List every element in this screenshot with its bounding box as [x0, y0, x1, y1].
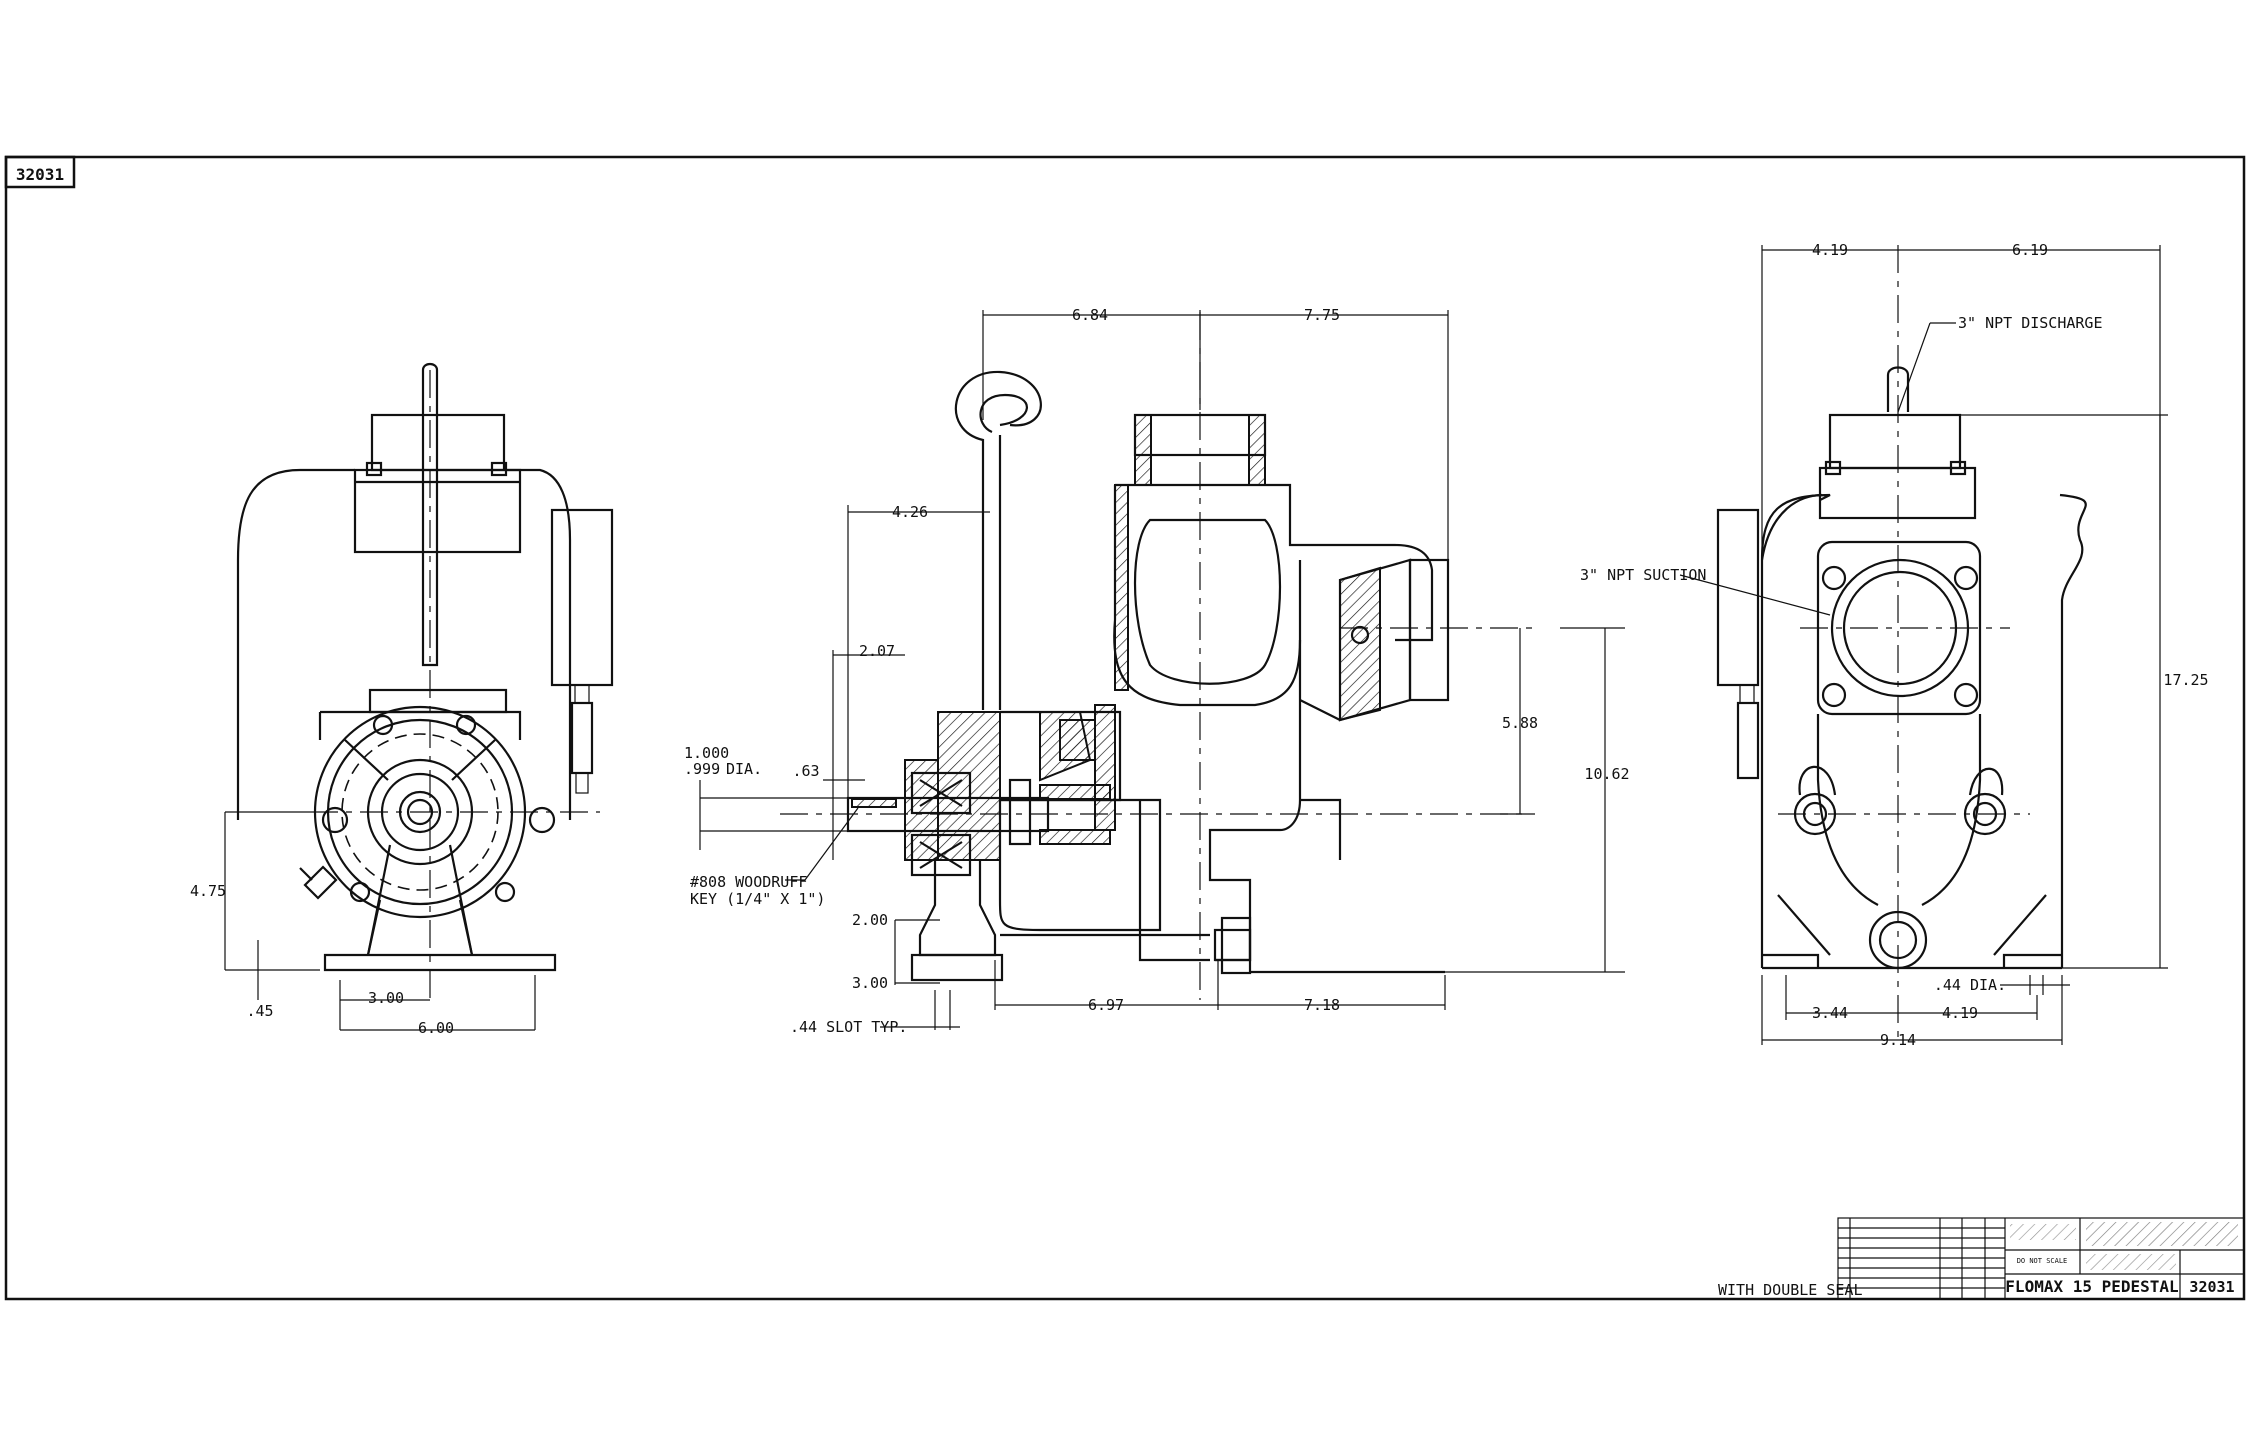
rear-dim-3-44: 3.44 — [1812, 1004, 1848, 1022]
side-dim-4-26: 4.26 — [892, 503, 928, 521]
side-note-woodruff-2: KEY (1/4" X 1") — [690, 890, 825, 908]
title-block-do-not-scale: DO NOT SCALE — [2017, 1257, 2068, 1265]
rear-dim-4-19-top: 4.19 — [1812, 241, 1848, 259]
side-dim-7-18: 7.18 — [1304, 996, 1340, 1014]
rear-dim-17-25: 17.25 — [2163, 671, 2208, 689]
side-dim-6-97: 6.97 — [1088, 996, 1124, 1014]
side-view: 6.84 7.75 4.26 2.07 1.000 .999 DIA. .63 … — [684, 306, 1630, 1036]
title-block-remark: WITH DOUBLE SEAL — [1718, 1281, 1863, 1299]
drawing-number-corner: 32031 — [16, 165, 64, 184]
side-dim-shaft-dia-2: .999 — [684, 760, 720, 778]
title-block-title: FLOMAX 15 PEDESTAL — [2005, 1277, 2178, 1296]
side-dim-2-00: 2.00 — [852, 911, 888, 929]
rear-dim-4-19-base: 4.19 — [1942, 1004, 1978, 1022]
rear-dim-9-14: 9.14 — [1880, 1031, 1916, 1049]
side-dim-3-00: 3.00 — [852, 974, 888, 992]
side-dim-7-75: 7.75 — [1304, 306, 1340, 324]
drawing-number-corner-box: 32031 — [4, 155, 76, 189]
front-dim-4-75: 4.75 — [190, 882, 226, 900]
rear-dim-hole-dia: .44 DIA. — [1934, 976, 2006, 994]
side-dim-0-63: .63 — [792, 762, 819, 780]
title-block-drawing-number: 32031 — [2189, 1278, 2234, 1296]
front-dim-0-45: .45 — [246, 1002, 273, 1020]
side-dim-6-84: 6.84 — [1072, 306, 1108, 324]
rear-note-discharge: 3" NPT DISCHARGE — [1958, 314, 2103, 332]
side-dim-5-88: 5.88 — [1502, 714, 1538, 732]
front-view: 4.75 .45 3.00 6.00 — [190, 362, 614, 1037]
drawing-border — [4, 155, 2246, 1301]
side-dim-dia-suffix: DIA. — [726, 760, 762, 778]
side-dim-2-07: 2.07 — [859, 642, 895, 660]
rear-note-suction: 3" NPT SUCTION — [1580, 566, 1706, 584]
side-dim-10-62: 10.62 — [1584, 765, 1629, 783]
front-dim-3-00: 3.00 — [368, 989, 404, 1007]
rear-dim-6-19: 6.19 — [2012, 241, 2048, 259]
rear-view: 4.19 6.19 3" NPT DISCHARGE 3" NPT SUCTIO… — [1580, 241, 2209, 1049]
side-note-woodruff-1: #808 WOODRUFF — [690, 873, 807, 891]
side-note-slot: .44 SLOT TYP. — [790, 1018, 907, 1036]
front-dim-6-00: 6.00 — [418, 1019, 454, 1037]
side-dim-shaft-dia: 1.000 — [684, 744, 729, 762]
title-block: WITH DOUBLE SEAL DO NOT SCALE FLOMAX 15 … — [1718, 1217, 2245, 1300]
